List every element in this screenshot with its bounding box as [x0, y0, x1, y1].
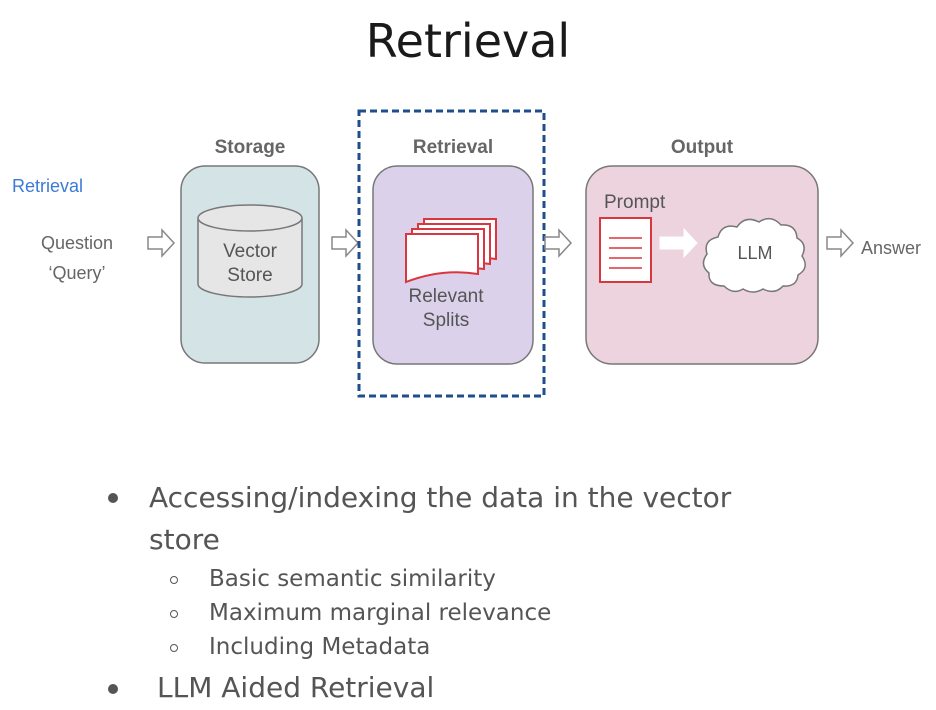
input-arrow — [147, 228, 176, 258]
bullet-2: LLM Aided Retrieval — [157, 671, 435, 704]
retrieval-to-output-arrow — [544, 228, 573, 258]
bullet-1-line2: store — [149, 523, 220, 556]
storage-to-retrieval-arrow — [331, 228, 360, 258]
llm-label: LLM — [737, 243, 773, 263]
vector-store-line1: Vector — [223, 241, 277, 262]
bullet-1-line1: Accessing/indexing the data in the vecto… — [149, 481, 732, 514]
retrieval-heading: Retrieval — [412, 137, 494, 158]
sub-bullet-1: Basic semantic similarity — [209, 566, 496, 592]
relevant-splits-line2: Splits — [422, 310, 470, 331]
prompt-document-icon — [599, 217, 652, 283]
output-box — [585, 165, 819, 365]
prompt-label: Prompt — [604, 192, 666, 213]
retrieval-highlight — [357, 109, 546, 398]
storage-heading: Storage — [214, 137, 286, 158]
sub-bullet-dot — [170, 576, 178, 584]
sub-bullet-dot — [170, 644, 178, 652]
vector-store-cylinder — [197, 204, 303, 298]
sub-bullet-2: Maximum marginal relevance — [209, 600, 552, 626]
vector-store-line2: Store — [227, 265, 273, 286]
input-label-line1: Question — [40, 233, 114, 253]
input-label: Question ‘Query’ — [22, 228, 132, 288]
prompt-to-llm-arrow — [659, 227, 698, 259]
splits-icon — [405, 218, 497, 284]
relevant-splits-line1: Relevant — [408, 286, 484, 307]
bullet-dot — [108, 493, 118, 503]
bullet-dot — [108, 684, 118, 694]
answer-arrow — [826, 228, 855, 258]
vector-store-label: Vector Store — [198, 240, 302, 288]
sub-bullet-dot — [170, 610, 178, 618]
sub-bullet-3: Including Metadata — [209, 634, 431, 660]
output-heading: Output — [670, 137, 734, 158]
llm-cloud-icon — [702, 217, 806, 293]
input-label-line2: ‘Query’ — [48, 263, 106, 283]
answer-label: Answer — [861, 238, 922, 258]
relevant-splits-label: Relevant Splits — [373, 285, 519, 333]
side-label: Retrieval — [12, 176, 84, 196]
retrieval-diagram — [147, 109, 855, 398]
page-title: Retrieval — [365, 14, 571, 68]
